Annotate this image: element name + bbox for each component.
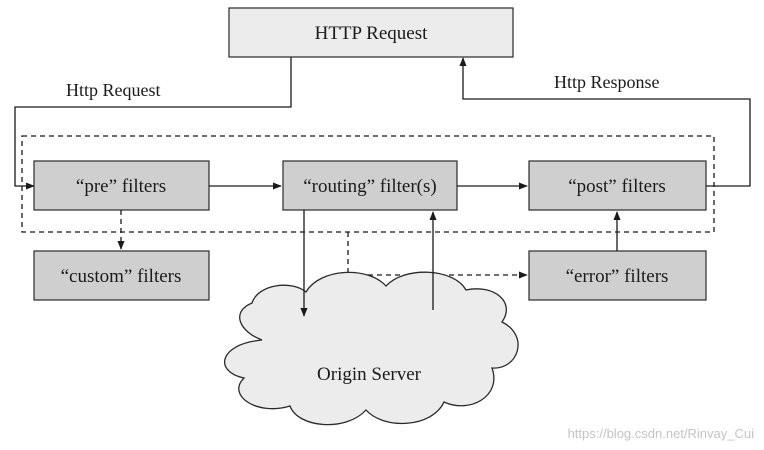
post-filters-label: “post” filters (568, 176, 666, 197)
watermark-text: https://blog.csdn.net/Rinvay_Cui (568, 426, 755, 441)
chain-to-error-edge (347, 232, 528, 279)
response-edge-label: Http Response (554, 72, 660, 92)
routing-filters-node: “routing” filter(s) (282, 160, 458, 211)
origin-server-label: Origin Server (317, 364, 422, 385)
response-edge (459, 57, 751, 187)
error-filters-label: “error” filters (566, 266, 669, 287)
http-request-node-label: HTTP Request (315, 23, 428, 44)
routing-filters-label: “routing” filter(s) (303, 176, 436, 197)
origin-server-node: Origin Server (224, 271, 519, 426)
post-filters-node: “post” filters (528, 160, 707, 211)
pre-filters-label: “pre” filters (76, 176, 166, 197)
request-edge-label: Http Request (66, 80, 161, 100)
error-filters-node: “error” filters (528, 250, 707, 301)
http-request-node: HTTP Request (228, 7, 514, 58)
custom-filters-label: “custom” filters (61, 266, 182, 287)
filter-chain-container (21, 135, 715, 233)
request-edge (14, 57, 292, 190)
custom-filters-node: “custom” filters (33, 250, 210, 301)
pre-filters-node: “pre” filters (33, 160, 210, 211)
